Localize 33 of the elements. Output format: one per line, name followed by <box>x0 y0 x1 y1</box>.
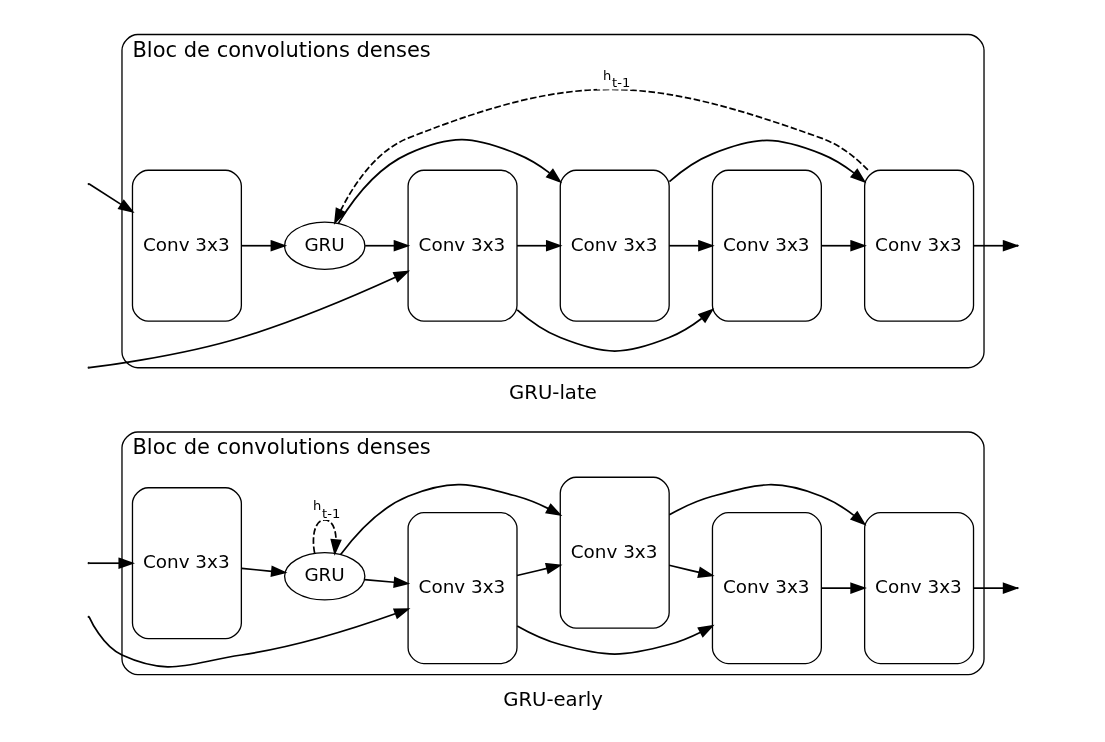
node-box: Conv 3x3 <box>711 169 822 322</box>
node-box: Conv 3x3 <box>406 169 518 322</box>
arrow <box>515 239 562 252</box>
node-box: Conv 3x3 <box>131 169 242 322</box>
arrow <box>667 564 715 578</box>
arrow <box>336 138 562 225</box>
arrow <box>363 576 410 588</box>
arrow <box>820 239 867 252</box>
node-label: GRU-early <box>502 688 603 712</box>
arrow <box>820 582 867 594</box>
node-label: GRU-late <box>508 381 597 405</box>
node-box: Conv 3x3 <box>863 169 974 322</box>
arrow <box>515 624 715 655</box>
node-box: Conv 3x3 <box>559 476 670 629</box>
node-box: Conv 3x3 <box>559 169 670 322</box>
arrow <box>667 239 715 252</box>
arrow <box>339 483 562 556</box>
arrow <box>668 483 866 526</box>
node-box: Conv 3x3 <box>406 512 518 665</box>
arrow <box>333 88 869 225</box>
arrow <box>515 308 714 352</box>
arrow <box>87 183 135 214</box>
arrow <box>668 139 866 184</box>
node-box: Conv 3x3 <box>131 487 242 640</box>
arrow <box>515 562 562 577</box>
node-box: Conv 3x3 <box>863 512 974 665</box>
node-ellipse: GRU <box>283 552 366 601</box>
arrow <box>312 519 342 556</box>
node-ellipse: GRU <box>283 221 366 270</box>
arrow <box>363 239 410 252</box>
node-box: Conv 3x3 <box>711 512 822 665</box>
arrow <box>240 239 287 252</box>
arrow <box>240 565 288 577</box>
